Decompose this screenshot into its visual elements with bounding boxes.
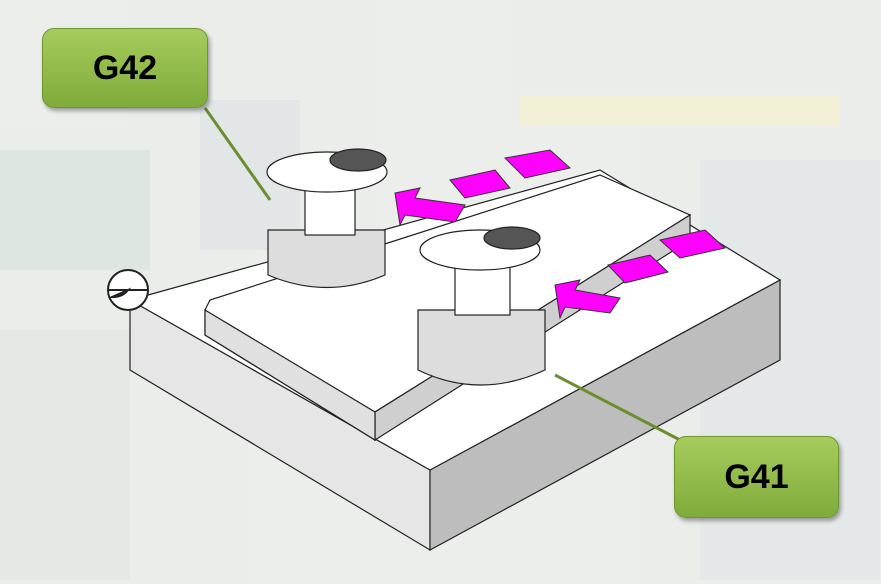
leader-line-g41 — [554, 373, 681, 442]
label-g41: G41 — [674, 436, 839, 518]
label-g42: G42 — [42, 28, 208, 108]
path-arrows-top — [394, 149, 572, 227]
leader-line-g42 — [203, 107, 272, 201]
path-arrows-bottom — [554, 229, 727, 320]
reference-point-icon — [107, 269, 149, 311]
cutter-g41 — [417, 226, 546, 386]
arrow-icon — [394, 187, 466, 227]
cutter-g42 — [266, 148, 388, 289]
arrow-icon — [554, 279, 621, 320]
